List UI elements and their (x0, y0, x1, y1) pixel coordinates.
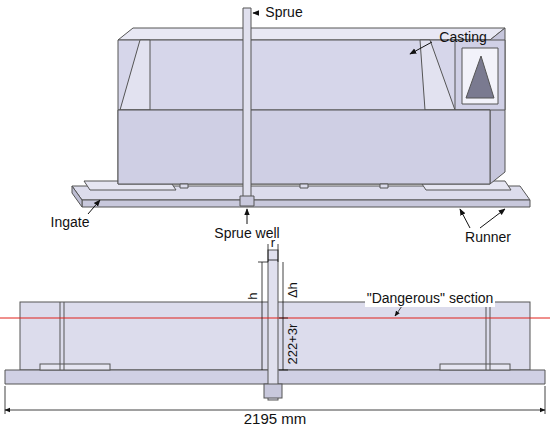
part-label: Runner (465, 230, 511, 245)
dimension-label: Δh (286, 282, 300, 298)
part-label: Casting (439, 30, 486, 45)
part-label: Sprue well (214, 226, 279, 241)
dimension-label: h (247, 292, 261, 299)
part-label: Sprue (265, 5, 302, 20)
section-label: "Dangerous" section (365, 291, 496, 306)
dimension-label: 2195 mm (242, 411, 309, 428)
dimension-label: 222+3r (286, 324, 300, 365)
part-label: Ingate (51, 215, 90, 230)
dimension-label: r (271, 236, 275, 250)
